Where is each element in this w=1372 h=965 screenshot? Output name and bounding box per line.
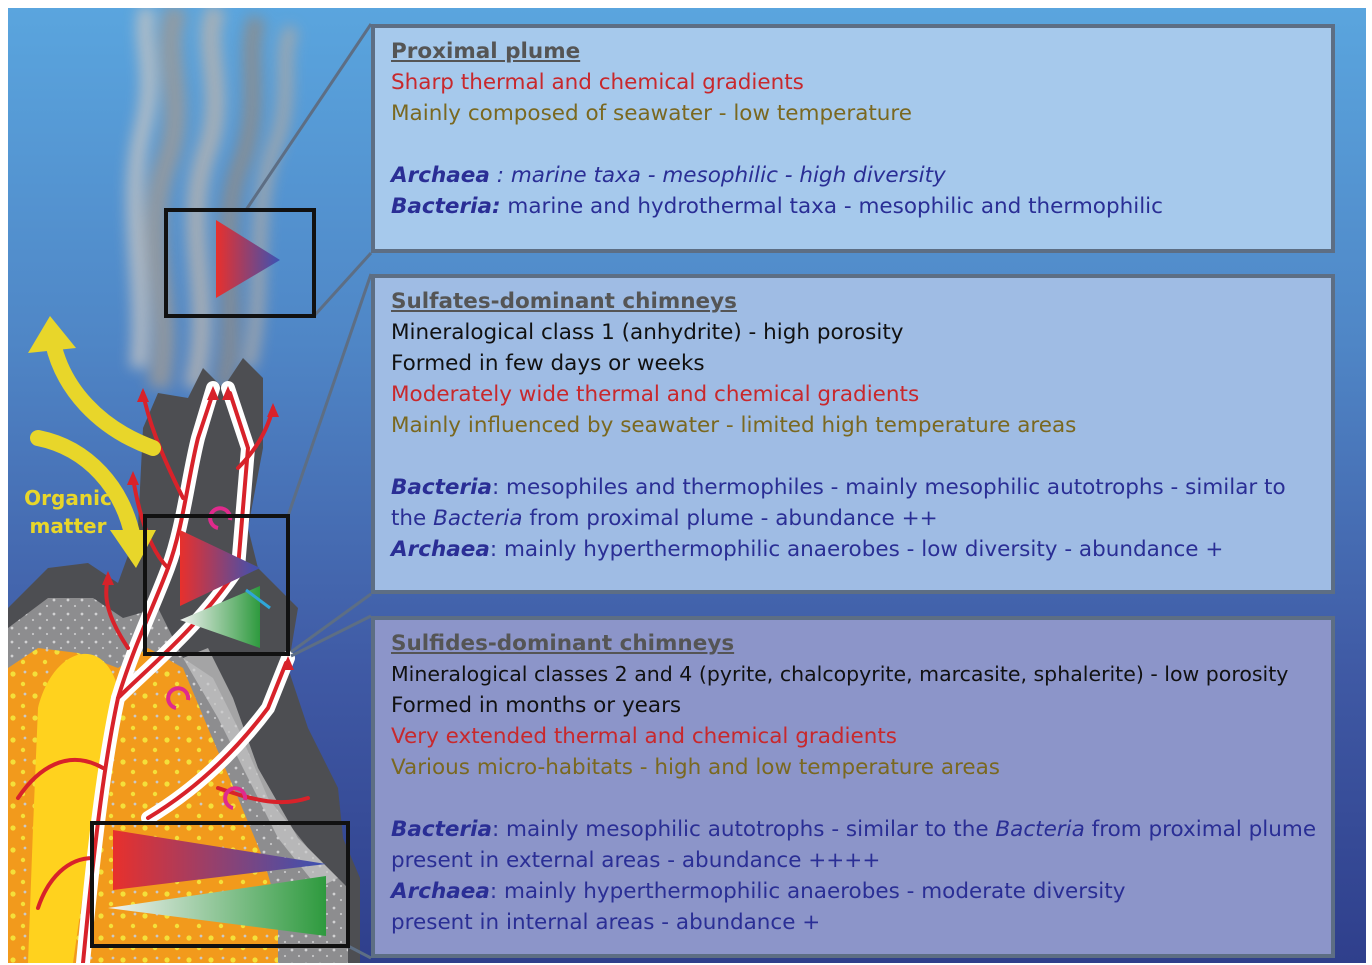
sulfides-chimneys-panel: Sulfides-dominant chimneys Mineralogical… xyxy=(371,616,1335,958)
organic-matter-arrows xyxy=(30,335,161,546)
gradients-text: Sharp thermal and chemical gradients xyxy=(391,70,804,95)
composition-text: Mainly composed of seawater - low temper… xyxy=(391,101,913,126)
sulfides-archaea-triangle xyxy=(108,876,326,936)
bacteria-line: Bacteria: mainly mesophilic autotrophs -… xyxy=(391,817,1317,842)
plume-gradient-triangle xyxy=(216,220,280,298)
panel-title: Sulfates-dominant chimneys xyxy=(391,289,737,314)
proximal-plume-box xyxy=(164,208,316,318)
sulfates-chimneys-panel: Sulfates-dominant chimneys Mineralogical… xyxy=(371,274,1335,594)
archaea-line: Archaea: mainly hyperthermophilic anaero… xyxy=(391,879,1126,904)
proximal-plume-panel: Proximal plume Sharp thermal and chemica… xyxy=(371,24,1335,253)
bacteria-line-2: present in external areas - abundance ++… xyxy=(391,848,881,873)
habitats-text: Various micro-habitats - high and low te… xyxy=(391,755,1001,780)
archaea-line: Archaea : marine taxa - mesophilic - hig… xyxy=(391,163,946,188)
chimney-illustration xyxy=(8,8,373,963)
bacteria-line: Bacteria: mesophiles and thermophiles - … xyxy=(391,475,1286,500)
sulfides-chimney-box xyxy=(90,821,350,948)
influence-text: Mainly influenced by seawater - limited … xyxy=(391,413,1077,438)
archaea-line-2: present in internal areas - abundance + xyxy=(391,910,821,935)
bacteria-line-2: the Bacteria from proximal plume - abund… xyxy=(391,506,938,531)
gradients-text: Moderately wide thermal and chemical gra… xyxy=(391,382,920,407)
mineralogy-text: Mineralogical classes 2 and 4 (pyrite, c… xyxy=(391,662,1289,686)
formation-text: Formed in months or years xyxy=(391,693,682,718)
gradients-text: Very extended thermal and chemical gradi… xyxy=(391,724,897,749)
archaea-line: Archaea: mainly hyperthermophilic anaero… xyxy=(391,537,1224,562)
formation-text: Formed in few days or weeks xyxy=(391,351,705,376)
panel-title: Sulfides-dominant chimneys xyxy=(391,631,735,656)
panel-title: Proximal plume xyxy=(391,39,581,64)
gradient-markers xyxy=(108,220,326,936)
mineralogy-text: Mineralogical class 1 (anhydrite) - high… xyxy=(391,320,904,345)
bacteria-line: Bacteria: marine and hydrothermal taxa -… xyxy=(391,194,1163,219)
organic-matter-label: Organic matter xyxy=(24,486,112,538)
sulfates-archaea-triangle xyxy=(180,586,260,648)
leader-lines xyxy=(244,23,373,960)
zone-boxes xyxy=(90,208,350,948)
sulfates-chimney-box xyxy=(143,514,290,656)
sulfates-heat-triangle xyxy=(180,530,260,606)
sulfides-heat-triangle xyxy=(113,830,326,890)
hydrothermal-chimney-diagram: Organic matter Proximal plume Sharp ther… xyxy=(8,8,1366,963)
smoke-plume xyxy=(126,8,300,391)
